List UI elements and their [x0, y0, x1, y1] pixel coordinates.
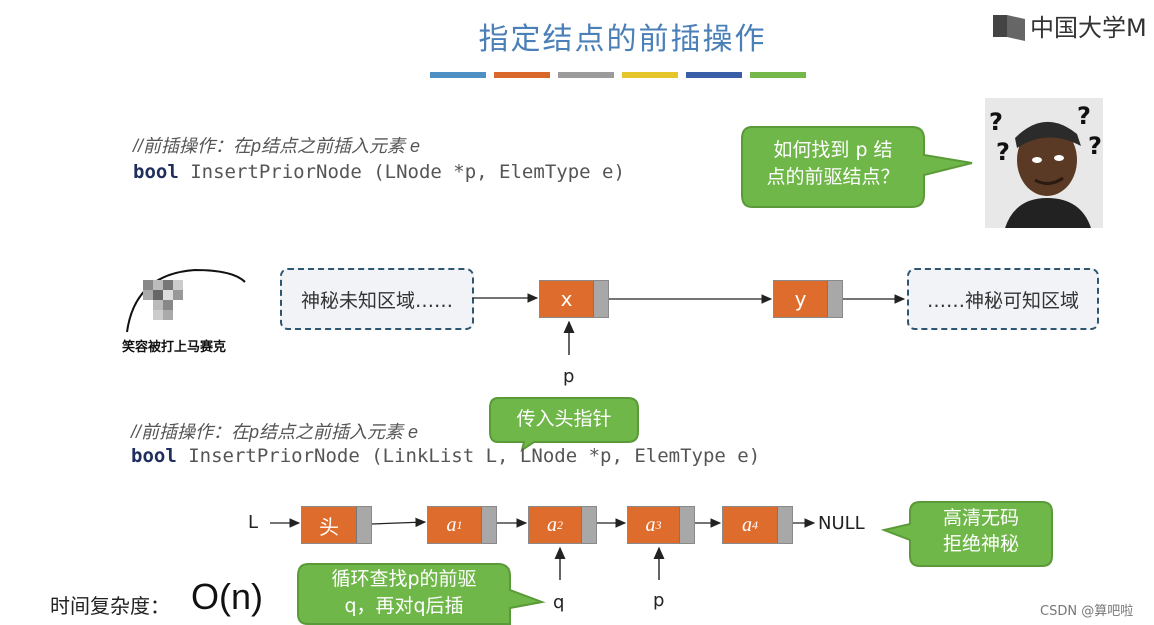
null-label: NULL [818, 513, 865, 534]
confused-person-image [985, 98, 1103, 228]
node-y-value: y [774, 281, 827, 317]
code1-comment: //前插操作：在p结点之前插入元素 e [133, 136, 421, 156]
bubble-find-predecessor-shape [741, 126, 973, 208]
known-region-box: ……神秘可知区域 [907, 268, 1099, 330]
pointer-q-label: q [553, 592, 565, 613]
color-bar-1 [430, 72, 486, 78]
unknown-region-box: 神秘未知区域…… [280, 268, 474, 330]
bubble-loop-line2: q，再对q后插 [344, 594, 464, 617]
code2-comment: //前插操作：在p结点之前插入元素 e [131, 422, 419, 442]
code1-keyword: bool [133, 161, 179, 183]
watermark: CSDN @算吧啦 [1040, 604, 1134, 619]
node-a4-next [777, 507, 792, 543]
code1-line: bool InsertPriorNode (LNode *p, ElemType… [133, 161, 625, 183]
code1-signature: InsertPriorNode (LNode *p, ElemType e) [178, 161, 625, 183]
color-bar-strip [430, 72, 806, 78]
complexity-value: O(n) [191, 576, 263, 617]
pointer-p-label-1: p [563, 366, 575, 387]
node-y: y [773, 280, 843, 318]
head-node: 头 [301, 506, 372, 544]
arrow-head-to-a1 [371, 517, 427, 528]
confused-person-icon [985, 98, 1103, 228]
code2-signature: InsertPriorNode (LinkList L, LNode *p, E… [176, 445, 761, 467]
bubble-head-pointer: 传入头指针 [488, 396, 640, 452]
complexity-label: 时间复杂度： [50, 594, 170, 618]
color-bar-3 [558, 72, 614, 78]
node-x-next [593, 281, 608, 317]
bubble-head-pointer-text: 传入头指针 [516, 408, 612, 430]
bubble-loop: 循环查找p的前驱 q，再对q后插 [296, 562, 546, 625]
pointer-p-label-2: p [653, 590, 665, 611]
bubble-find-line2: 点的前驱结点？ [766, 165, 900, 188]
bubble-hd-line1: 高清无码 [942, 507, 1019, 529]
node-a2-next [581, 507, 596, 543]
color-bar-4 [622, 72, 678, 78]
bubble-loop-shape [297, 563, 546, 625]
head-node-next [356, 507, 371, 543]
bubble-hd-shape [880, 501, 1053, 567]
mosaic-meme-image [125, 262, 246, 333]
code2-keyword: bool [131, 445, 177, 467]
logo-text: 中国大学M [1030, 14, 1147, 42]
node-a3-next [679, 507, 694, 543]
logo-icon [992, 11, 1026, 41]
mosaic-face-icon [126, 268, 246, 333]
head-node-value: 头 [302, 507, 356, 543]
question-mark-3: ? [1077, 102, 1091, 130]
color-bar-6 [750, 72, 806, 78]
logo: 中国大学M [992, 8, 1147, 43]
bubble-find-line1: 如何找到 p 结 [773, 139, 893, 161]
node-x: x [539, 280, 609, 318]
question-mark-4: ? [1088, 132, 1102, 160]
question-mark-2: ? [996, 138, 1010, 166]
question-mark-1: ? [989, 108, 1003, 136]
meme-caption: 笑容被打上马赛克 [122, 340, 227, 355]
color-bar-5 [686, 72, 742, 78]
bubble-head-pointer-shape [489, 397, 639, 452]
color-bar-2 [494, 72, 550, 78]
bubble-hd-line2: 拒绝神秘 [942, 532, 1019, 555]
node-y-next [827, 281, 842, 317]
bubble-find-predecessor: 如何找到 p 结 点的前驱结点？ [740, 125, 980, 210]
head-L-label: L [248, 512, 259, 533]
node-x-value: x [540, 281, 593, 317]
bubble-hd: 高清无码 拒绝神秘 [880, 500, 1055, 570]
slide-title: 指定结点的前插操作 [478, 22, 767, 57]
code2-line: bool InsertPriorNode (LinkList L, LNode … [131, 445, 760, 467]
bubble-loop-line1: 循环查找p的前驱 [331, 568, 477, 590]
node-a1-next [481, 507, 496, 543]
